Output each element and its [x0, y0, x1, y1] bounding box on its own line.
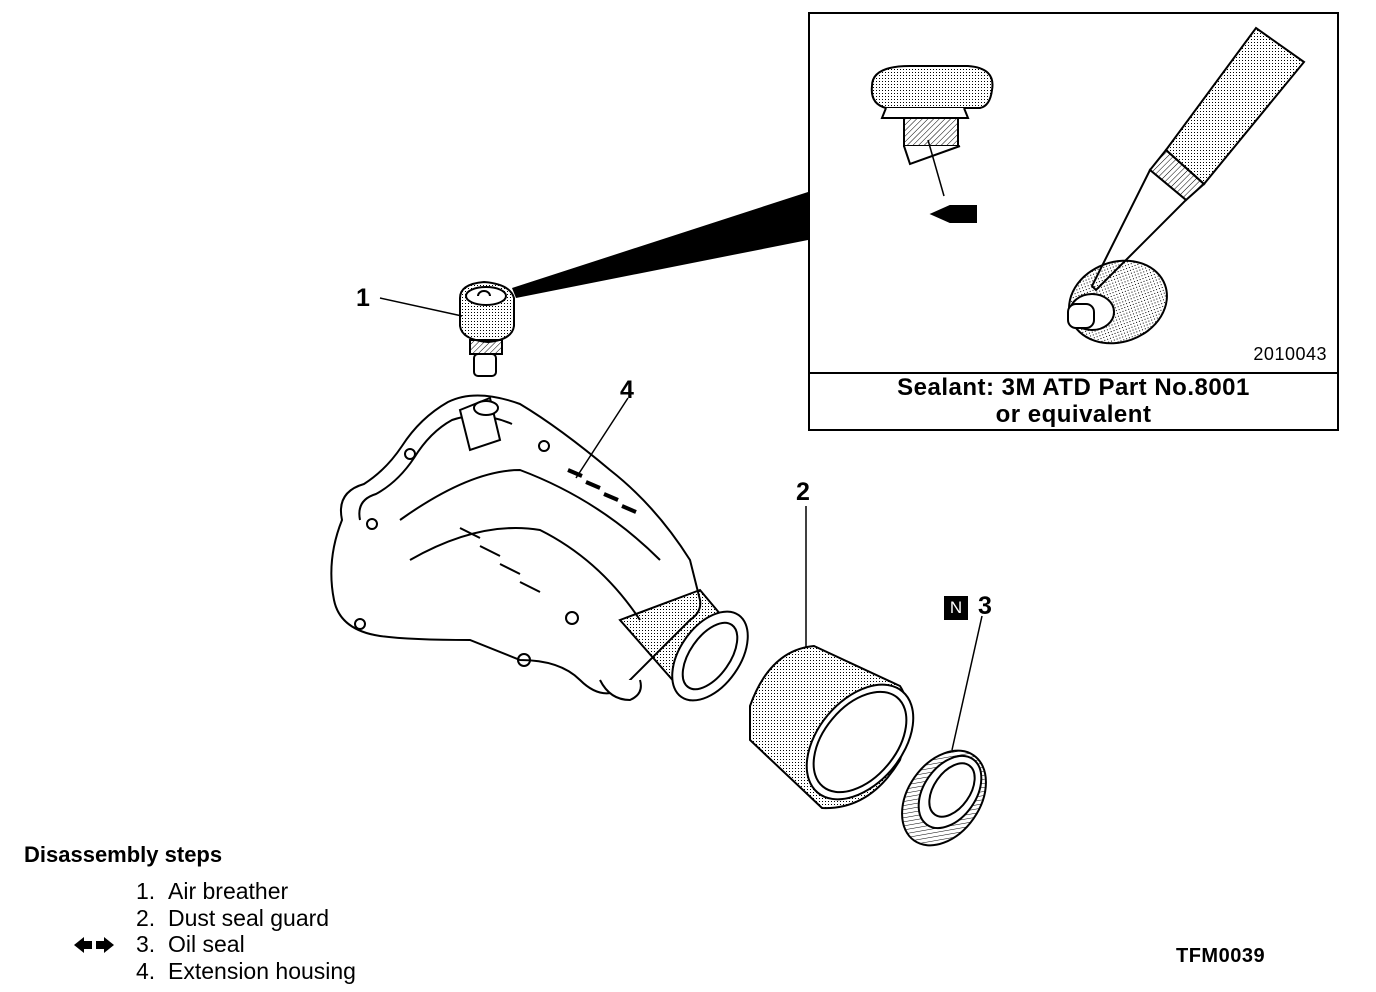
leader-3 [951, 615, 983, 751]
step-number: 4. [136, 957, 156, 984]
step-number: 2. [136, 904, 156, 931]
step-item: 2. Dust seal guard [136, 905, 356, 932]
callout-1: 1 [356, 284, 370, 312]
step-item: 4. Extension housing [136, 958, 356, 985]
step-label: Oil seal [168, 931, 245, 957]
step-label: Dust seal guard [168, 904, 330, 931]
detail-inset: 2010043 Sealant: 3M ATD Part No.8001 or … [808, 12, 1339, 431]
step-number: 1. [136, 878, 156, 904]
dust-seal-guard-part [749, 644, 915, 810]
inset-breather-illustration [870, 65, 994, 223]
detail-wedge [512, 192, 808, 298]
steps-list: 1. Air breather 2. Dust seal guard 3. Oil s… [136, 878, 356, 984]
callout-2: 2 [796, 478, 810, 506]
inset-sealant-tube-illustration [1067, 26, 1306, 345]
callout-4: 4 [620, 376, 634, 404]
step-number: 3. [136, 931, 156, 957]
steps-title: Disassembly steps [24, 842, 223, 867]
sealant-line-1: Sealant: 3M ATD Part No.8001 [897, 374, 1250, 401]
step-item: 1. Air breather [136, 878, 356, 905]
double-arrow-icon [74, 937, 114, 953]
leader-4 [575, 397, 629, 479]
callout-3: 3 [978, 592, 992, 620]
inset-divider [810, 372, 1337, 374]
oil-seal-part [901, 749, 987, 847]
housing-tube [618, 588, 749, 702]
new-part-badge: N [944, 596, 968, 620]
step-label: Air breather [168, 878, 289, 904]
figure-code: TFM0039 [1176, 945, 1266, 967]
inset-code: 2010043 [1253, 344, 1327, 364]
extension-housing-part [330, 394, 702, 702]
sealant-note: Sealant: 3M ATD Part No.8001 or equivale… [810, 374, 1337, 428]
air-breather-part [459, 280, 515, 377]
sealant-line-2: or equivalent [995, 401, 1152, 428]
leader-1 [379, 297, 463, 317]
step-label: Extension housing [168, 957, 356, 984]
step-item: 3. Oil seal [136, 931, 356, 958]
